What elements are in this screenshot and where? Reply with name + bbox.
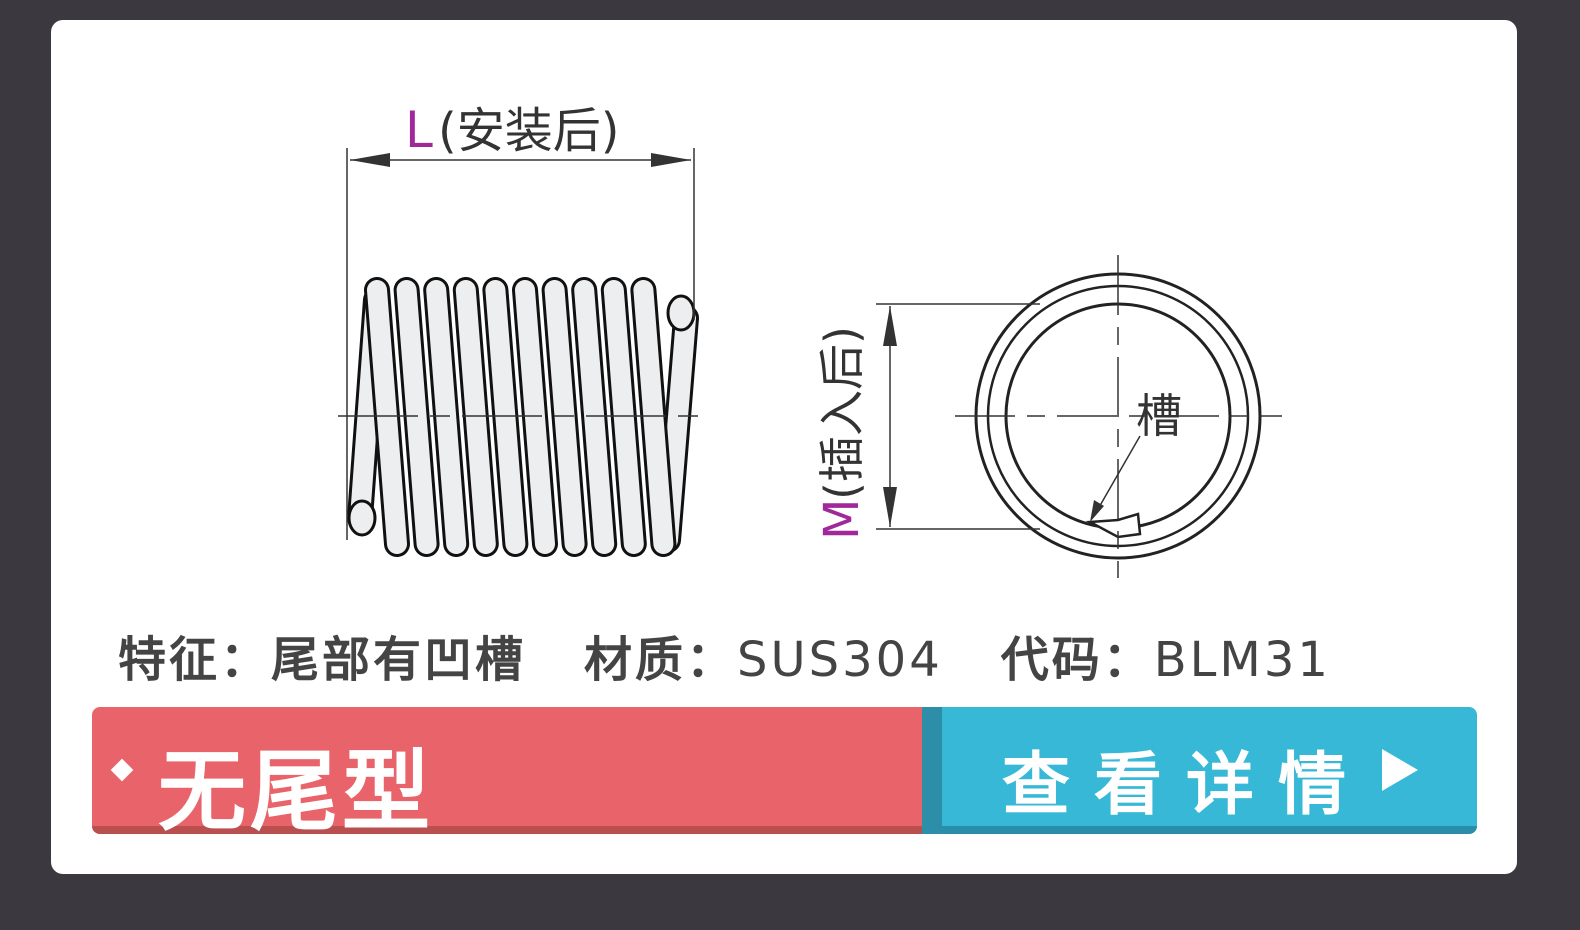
groove-label: 槽 [1136, 389, 1182, 443]
diamond-bullet-icon [110, 758, 134, 782]
banner: 无尾型 查看详情 [92, 707, 1477, 834]
groove-notch [1085, 512, 1142, 539]
spring-coil [633, 280, 674, 554]
play-arrow-icon [1382, 749, 1418, 791]
view-details-button[interactable]: 查看详情 [942, 707, 1477, 834]
code-label: 代码： [1000, 632, 1154, 688]
type-label: 无尾型 [158, 740, 435, 834]
spec-line: 特征：尾部有凹槽 材质：SUS304 代码：BLM31 [118, 620, 1331, 690]
diameter-label-text: (插入后) [815, 326, 869, 500]
length-label-text: (安装后) [438, 103, 619, 159]
spring-coil [426, 280, 467, 554]
spring-coil [544, 280, 585, 554]
arrow-right-icon [651, 153, 691, 167]
banner-divider [922, 707, 942, 834]
arrow-up-icon [883, 306, 897, 346]
leader-arrow-icon [1090, 500, 1104, 522]
arrow-down-icon [883, 487, 897, 527]
material-label: 材质： [584, 632, 738, 688]
arrow-left-icon [350, 153, 390, 167]
spring-coil [396, 280, 437, 554]
feature-label: 特征： [118, 632, 272, 688]
spring-end [666, 294, 696, 332]
spring-coil [574, 280, 615, 554]
diameter-label-letter: M [814, 499, 870, 540]
length-label-letter: L [405, 101, 433, 159]
spring-side-view [347, 277, 699, 557]
feature-value: 尾部有凹槽 [271, 632, 527, 688]
spring-coil [515, 280, 555, 554]
spring-coil [367, 280, 407, 554]
spring-end [347, 499, 377, 537]
spring-coil [455, 280, 496, 554]
type-banner: 无尾型 [92, 707, 922, 834]
code-value: BLM31 [1153, 632, 1331, 688]
spring-coil [485, 280, 526, 554]
view-details-label: 查看详情 [1002, 746, 1371, 825]
spring-coil [603, 280, 644, 554]
material-value: SUS304 [737, 632, 943, 688]
groove-leader [1093, 435, 1141, 517]
